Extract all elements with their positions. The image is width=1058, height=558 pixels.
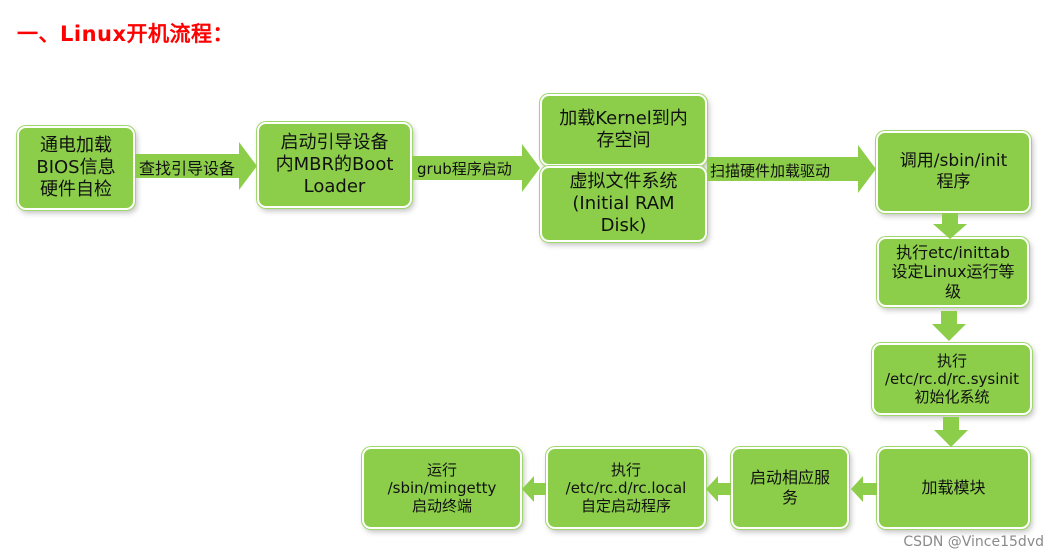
arrow-right-3 [707,145,876,193]
node-boot-loader: 启动引导设备 内MBR的Boot Loader [257,122,412,208]
arrow-right-2 [412,144,540,192]
watermark: CSDN @Vince15dvd [903,534,1044,550]
node-inittab: 执行etc/inittab 设定Linux运行等 级 [877,237,1029,307]
arrow-down-2 [932,311,966,341]
node-mingetty: 运行 /sbin/mingetty 启动终端 [362,447,522,529]
arrow-down-3 [934,417,968,447]
arrow-left-1 [851,476,877,502]
arrow-down-1 [933,213,967,239]
node-rc-local: 执行 /etc/rc.d/rc.local 自定启动程序 [546,447,706,529]
node-load-modules: 加载模块 [877,447,1030,529]
node-sbin-init: 调用/sbin/init 程序 [876,131,1031,213]
page-title: 一、Linux开机流程： [17,22,235,46]
node-start-services: 启动相应服 务 [731,447,849,529]
node-kernel-load: 加载Kernel到内 存空间 [540,94,707,166]
node-initrd: 虚拟文件系统 (Initial RAM Disk) [540,166,707,242]
arrow-left-3 [522,476,546,502]
node-sysinit: 执行 /etc/rc.d/rc.sysinit 初始化系统 [872,343,1032,415]
edge-label-find-boot: 查找引导设备 [139,159,236,178]
arrow-right-1 [135,142,257,190]
edge-label-scan-hw: 扫描硬件加载驱动 [710,162,831,180]
arrow-left-2 [706,476,731,502]
node-power-on: 通电加载 BIOS信息 硬件自检 [17,126,135,210]
edge-label-grub-start: grub程序启动 [417,160,512,178]
